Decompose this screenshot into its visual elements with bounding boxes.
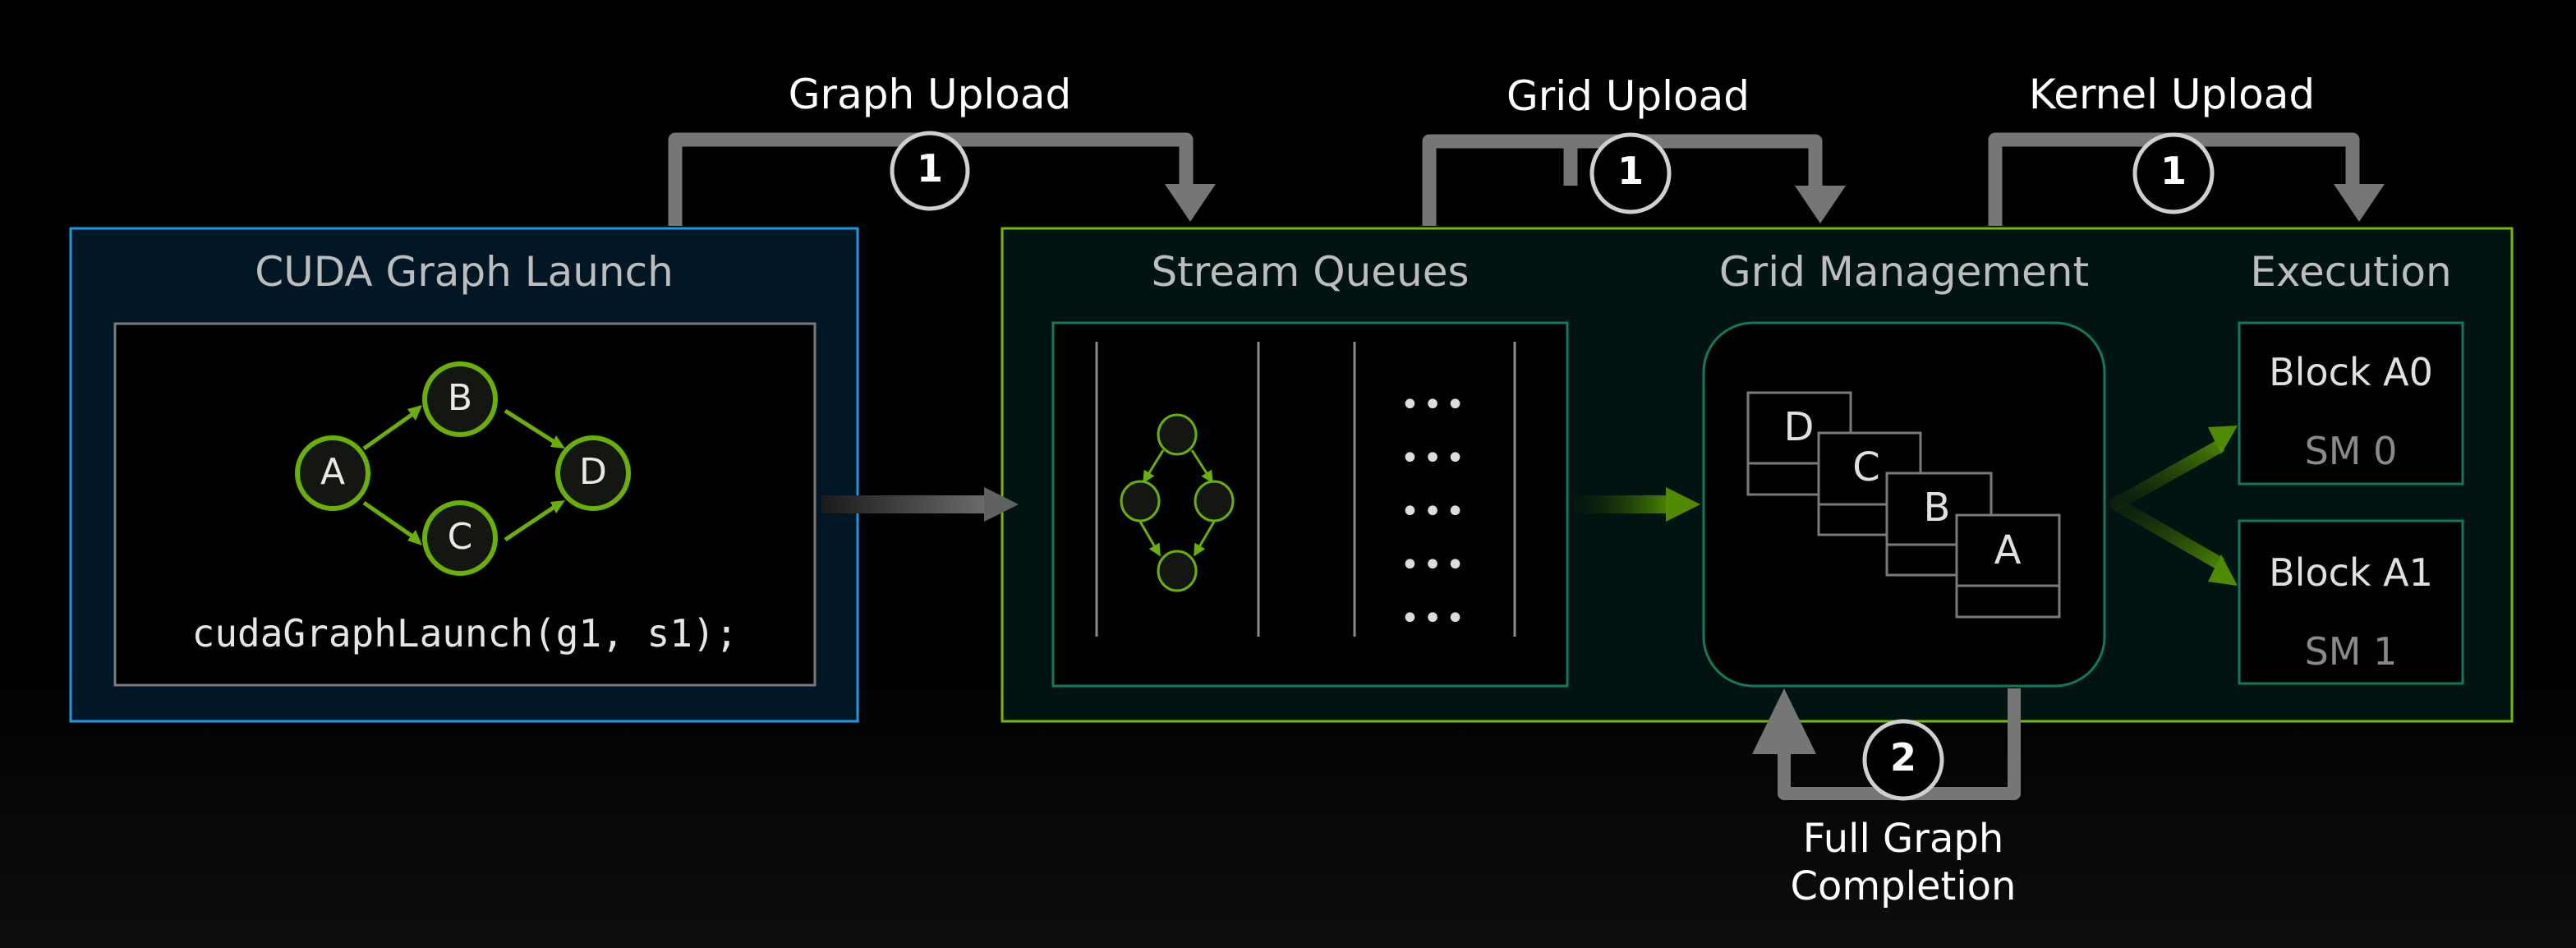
completion-label-line2: Completion — [1790, 863, 2017, 909]
graph-node-b — [422, 361, 498, 437]
grid-card-b-label: B — [1923, 485, 1951, 531]
submit-arrow — [821, 487, 1019, 522]
completion-label-line1: Full Graph — [1802, 816, 2004, 862]
queue-ellipsis: ••• — [1400, 600, 1469, 637]
graph-node-d — [555, 435, 631, 511]
grid-card-a-label: A — [1994, 527, 2022, 573]
graph-node-a — [295, 435, 370, 511]
grid-card-c-label: C — [1852, 444, 1880, 490]
block-a0-label: Block A0 — [2269, 350, 2433, 394]
grid-upload-label: Grid Upload — [1506, 72, 1750, 120]
execution-block-a0 — [2238, 321, 2464, 486]
execution-block-a1 — [2238, 519, 2464, 685]
step-number-kernel-upload: 1 — [2160, 149, 2187, 193]
step-circle-completion — [1862, 719, 1944, 801]
step-number-grid-upload: 1 — [1617, 149, 1644, 193]
grid-stack — [1746, 391, 2061, 619]
block-a0-sm-label: SM 0 — [2304, 429, 2398, 473]
step-circle-kernel-upload — [2132, 132, 2215, 214]
stream-queue-dividers — [1095, 342, 1516, 637]
full-graph-completion-label: Full Graph Completion — [1739, 815, 2068, 910]
graph-node-c-label: C — [447, 516, 473, 558]
block-a1-label: Block A1 — [2269, 550, 2433, 595]
grid-management-title: Grid Management — [1718, 248, 2090, 296]
execution-title: Execution — [2250, 248, 2452, 296]
queue-ellipsis: ••• — [1400, 493, 1469, 531]
grid-card-d-label: D — [1783, 404, 1815, 450]
grid-upload-connector — [1422, 134, 1846, 226]
launch-graph — [295, 361, 631, 576]
graph-node-b-label: B — [447, 377, 473, 419]
block-a1-sm-label: SM 1 — [2304, 629, 2398, 674]
stream-queues-title: Stream Queues — [1151, 248, 1470, 296]
step-number-graph-upload: 1 — [916, 146, 943, 191]
graph-node-d-label: D — [579, 451, 607, 493]
step-circle-grid-upload — [1589, 132, 1672, 214]
launch-panel-title: CUDA Graph Launch — [255, 248, 674, 296]
kernel-upload-label: Kernel Upload — [2028, 71, 2316, 118]
step-number-completion: 2 — [1889, 735, 1916, 780]
queue-ellipsis: ••• — [1400, 386, 1469, 424]
launch-code: cudaGraphLaunch(g1, s1); — [191, 611, 738, 656]
dispatch-arrow — [1572, 487, 1700, 522]
queue-ellipsis: ••• — [1400, 439, 1469, 477]
graph-node-c — [422, 500, 498, 576]
block-dispatch-arrows — [2108, 426, 2238, 586]
queued-graph-icon — [1120, 413, 1235, 592]
step-circle-graph-upload — [890, 131, 970, 211]
graph-upload-label: Graph Upload — [788, 71, 1072, 118]
graph-node-a-label: A — [320, 451, 346, 493]
queue-ellipsis: ••• — [1400, 546, 1469, 584]
